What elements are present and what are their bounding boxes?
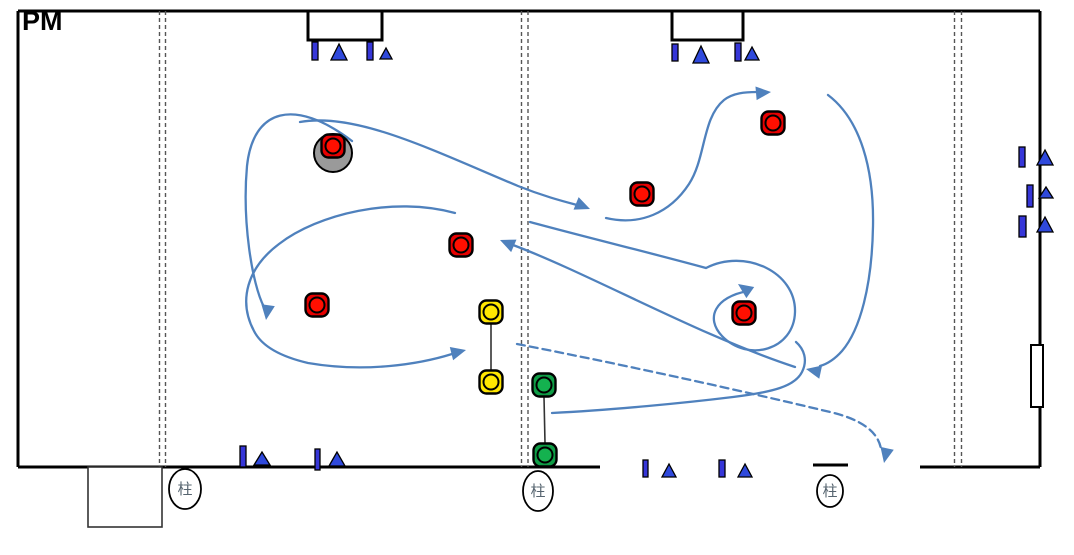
pillar-label: 柱 <box>177 481 192 498</box>
gate-connector-line <box>543 396 546 444</box>
blue-triangle-marker <box>1037 185 1055 199</box>
blue-bar-marker <box>1018 146 1026 168</box>
blue-bar-marker <box>366 41 374 61</box>
arrow-path-hook-to-gate <box>245 205 457 369</box>
blue-bar-marker <box>314 448 321 471</box>
arrowhead <box>261 304 275 320</box>
blue-bar-marker <box>671 43 679 62</box>
blue-bar-marker <box>718 459 726 478</box>
red-marker-inner <box>735 304 753 322</box>
red-marker-inner <box>633 185 651 203</box>
blue-triangle-marker <box>660 462 678 478</box>
bottom-left-room <box>87 466 163 528</box>
pillar-circle <box>168 468 202 510</box>
pillar-circle <box>816 474 844 508</box>
arrowhead <box>880 446 894 463</box>
red-marker-inner <box>452 236 470 254</box>
goal-box <box>670 9 745 42</box>
blue-triangle-marker <box>1035 215 1055 233</box>
arrow-path-right-descent <box>818 93 875 368</box>
red-marker-inner <box>764 114 782 132</box>
blue-triangle-marker <box>1035 148 1055 166</box>
arrow-path-swoosh-up-right <box>604 90 759 222</box>
green-marker-inner <box>535 376 553 394</box>
arrow-path-dashed-run <box>515 342 883 451</box>
arrow-path-return-up-left <box>511 243 797 369</box>
arrow-path-spiral-around-marker <box>528 220 797 352</box>
blue-triangle-marker <box>252 450 272 466</box>
right-door <box>1030 344 1044 408</box>
goal-box <box>306 9 384 42</box>
blue-triangle-marker <box>329 42 349 61</box>
blue-triangle-marker <box>327 450 347 467</box>
blue-triangle-marker <box>691 44 711 64</box>
pillar-label: 柱 <box>530 483 545 500</box>
blue-triangle-marker <box>736 462 754 478</box>
blue-triangle-marker <box>378 46 394 60</box>
arrowhead <box>573 197 590 210</box>
blue-bar-marker <box>1018 215 1027 238</box>
yellow-marker-inner <box>482 303 500 321</box>
blue-bar-marker <box>1026 184 1034 208</box>
blue-triangle-marker <box>743 45 761 61</box>
green-marker-inner <box>536 446 554 464</box>
diagram-title: PM <box>22 6 63 36</box>
arrowhead <box>755 86 771 101</box>
blue-bar-marker <box>311 41 319 61</box>
arrowhead <box>449 347 466 361</box>
blue-bar-marker <box>642 459 649 478</box>
arrowhead <box>500 239 517 253</box>
yellow-marker-inner <box>482 373 500 391</box>
arrowhead <box>738 284 755 299</box>
pillar-circle <box>522 470 554 512</box>
arrow-path-run-across <box>298 119 579 207</box>
blue-bar-marker <box>734 42 742 62</box>
red-marker-inner <box>308 296 326 314</box>
red-marker-inner <box>324 137 342 155</box>
arrowhead <box>806 365 823 379</box>
blue-bar-marker <box>239 445 247 468</box>
pillar-label: 柱 <box>822 483 837 500</box>
